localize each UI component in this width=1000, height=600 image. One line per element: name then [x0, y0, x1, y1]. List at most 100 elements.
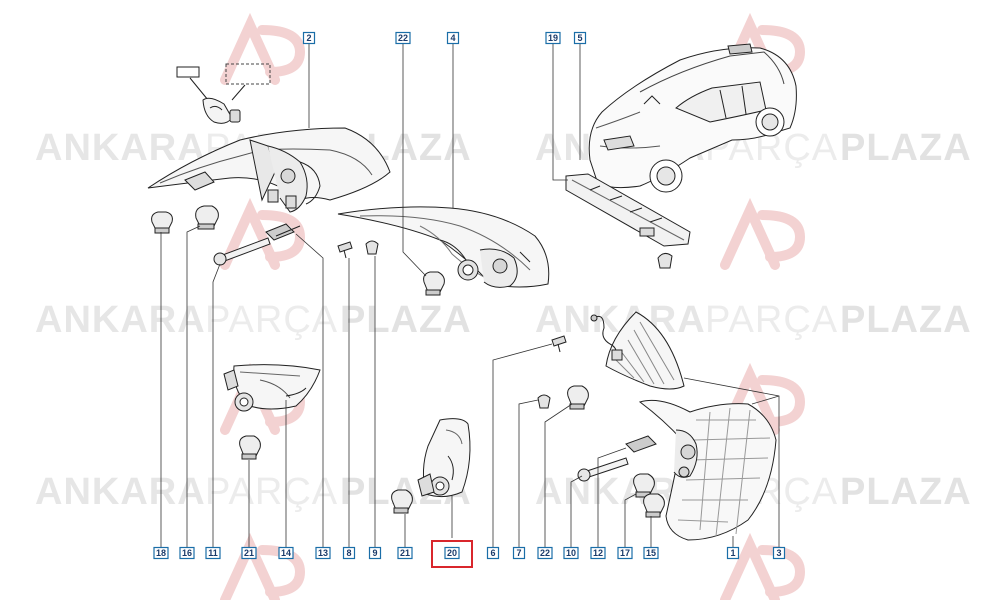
callout-number: 9 [372, 548, 377, 558]
callout-box [397, 546, 413, 560]
callout-number: 16 [182, 548, 192, 558]
bulb-18 [151, 211, 173, 234]
callout-number: 13 [318, 548, 328, 558]
callout-bottom-13: 13 [315, 546, 331, 560]
callout-box [153, 546, 169, 560]
leader-17 [624, 493, 637, 548]
bulb-21-left [239, 435, 261, 460]
leader-11 [212, 263, 221, 548]
callout-box [573, 31, 587, 45]
callout-bottom-20: 20 [431, 540, 473, 568]
front-grille-bar [565, 173, 691, 247]
callout-box [444, 546, 460, 560]
bar-clip [657, 252, 673, 269]
callout-top-22: 22 [395, 31, 411, 45]
callout-number: 11 [208, 548, 218, 558]
bolt-11 [213, 237, 271, 266]
watermark: ANKARA PARÇA PLAZA ANKARA PARÇA PLAZA AN… [35, 12, 972, 600]
callout-bottom-14: 14 [278, 546, 294, 560]
watermark-logo [720, 197, 806, 270]
watermark-word-2: PARÇA [205, 299, 338, 341]
highlight-frame [431, 540, 473, 568]
callout-box [486, 546, 500, 560]
callout-box [315, 546, 331, 560]
clip-7 [537, 394, 551, 409]
callout-number: 18 [156, 548, 166, 558]
callout-number: 6 [490, 548, 495, 558]
watermark-word-1: ANKARA [35, 299, 206, 341]
watermark-word-3: PLAZA [840, 299, 972, 341]
leader-10 [570, 475, 583, 548]
callout-bottom-16: 16 [179, 546, 195, 560]
callout-box [726, 546, 740, 560]
leader-3-branch [751, 395, 780, 405]
watermark-logo [220, 197, 306, 270]
callout-number: 22 [540, 548, 550, 558]
callout-bottom-21: 21 [397, 546, 413, 560]
leader-19 [552, 44, 568, 181]
callout-number: 3 [776, 548, 781, 558]
callout-bottom-17: 17 [617, 546, 633, 560]
callout-number: 21 [400, 548, 410, 558]
watermark-word-3: PLAZA [840, 471, 972, 513]
callout-bottom-21: 21 [241, 546, 257, 560]
callout-box [302, 31, 316, 45]
callout-bottom-22: 22 [537, 546, 553, 560]
callout-bottom-8: 8 [342, 546, 356, 560]
callout-box [446, 31, 460, 45]
screw-8 [337, 241, 353, 259]
callout-top-4: 4 [446, 31, 460, 45]
callout-number: 7 [516, 548, 521, 558]
callout-bottom-10: 10 [563, 546, 579, 560]
callout-number: 8 [346, 548, 351, 558]
callout-number: 22 [398, 33, 408, 43]
callout-number: 19 [548, 33, 558, 43]
callout-bottom-11: 11 [205, 546, 221, 560]
leader-16 [186, 225, 201, 548]
callout-number: 1 [730, 548, 735, 558]
callout-box [395, 31, 411, 45]
callout-bottom-9: 9 [368, 546, 382, 560]
callout-box [368, 546, 382, 560]
fog-lamp-left [223, 364, 321, 412]
callout-box [278, 546, 294, 560]
callout-number: 10 [566, 548, 576, 558]
callout-bottom-1: 1 [726, 546, 740, 560]
bulb-socket-part [176, 63, 271, 124]
callout-box [563, 546, 579, 560]
headlamp-assembly [337, 206, 550, 288]
watermark-row: ANKARA PARÇA PLAZA [535, 299, 972, 341]
callout-top-19: 19 [545, 31, 561, 45]
callout-number: 14 [281, 548, 291, 558]
callout-box [342, 546, 356, 560]
clip-13 [265, 223, 301, 241]
callout-number: 17 [620, 548, 630, 558]
watermark-word-3: PLAZA [340, 299, 472, 341]
callout-bottom-3: 3 [772, 546, 786, 560]
watermark-word-3: PLAZA [840, 127, 972, 169]
fog-lamp-right-part-20 [417, 418, 471, 498]
leader-22-top [402, 44, 427, 277]
callout-bottom-15: 15 [643, 546, 659, 560]
bolt-10 [577, 457, 629, 482]
callout-box [241, 546, 257, 560]
screw-6 [551, 335, 567, 353]
callout-box [205, 546, 221, 560]
watermark-word-1: ANKARA [35, 471, 206, 513]
rear-lamp-assembly [147, 127, 391, 213]
watermark-word-2: PARÇA [205, 471, 338, 513]
parts [147, 43, 797, 541]
callout-box [179, 546, 195, 560]
callout-number: 4 [450, 33, 455, 43]
callout-number: 12 [593, 548, 603, 558]
bulb-22 [423, 271, 445, 296]
watermark-word-2: PARÇA [705, 299, 838, 341]
callout-box [643, 546, 659, 560]
callout-bottom-12: 12 [590, 546, 606, 560]
callout-top-5: 5 [573, 31, 587, 45]
watermark-row: ANKARA PARÇA PLAZA [35, 299, 472, 341]
